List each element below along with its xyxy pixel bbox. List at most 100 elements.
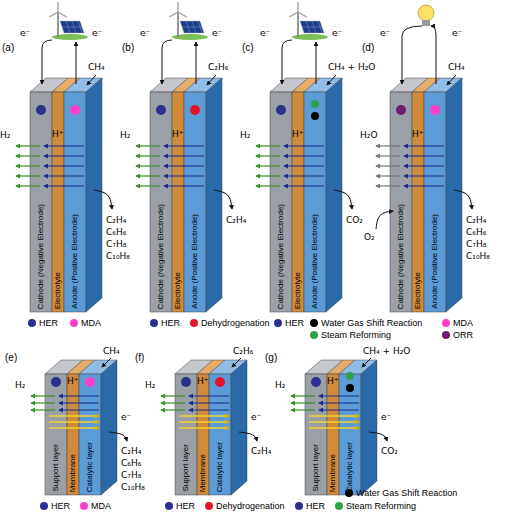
product-arrow	[136, 185, 160, 186]
legend-swatch	[442, 319, 450, 327]
legend-item: HER	[295, 501, 325, 512]
product-arrow	[31, 402, 55, 403]
outlet-arrow	[454, 190, 472, 209]
species-label: C₆H₆	[106, 227, 126, 238]
product-arrow	[161, 409, 185, 410]
wire	[316, 42, 317, 84]
layer-label: Anode (Positive Electrode)	[430, 214, 439, 309]
species-label: H⁺	[412, 129, 424, 140]
reaction-dot	[156, 105, 166, 115]
legend-text: MDA	[453, 318, 473, 328]
outlet-arrow	[109, 432, 127, 441]
layer-side	[86, 78, 102, 312]
layer-face: Cathode (Negative Electrode)	[390, 92, 412, 312]
panel-label: (d)	[362, 42, 374, 54]
turbine-blade	[58, 12, 67, 17]
layer-face: Catalytic layer	[209, 374, 231, 495]
species-label: C₂H₄	[106, 215, 126, 226]
legend-item: Dehydrogenation	[205, 501, 285, 512]
proton-arrow	[319, 409, 359, 410]
cell-illustration	[16, 2, 112, 312]
product-arrow	[136, 145, 160, 146]
layer-face: Membrane	[327, 374, 339, 495]
layer-face: Support layer	[45, 374, 67, 495]
layer-front	[327, 374, 339, 495]
species-label: e⁻	[260, 28, 270, 39]
layer-side	[206, 78, 222, 312]
layer-face: Anode (Positive Electrode)	[64, 92, 86, 312]
layer-front	[150, 92, 172, 312]
panel-label: (c)	[242, 42, 254, 54]
proton-arrow	[284, 165, 324, 166]
legend-swatch	[70, 319, 78, 327]
layer-face: Electrolyte	[172, 92, 184, 312]
light-bulb	[418, 5, 434, 21]
layer-side	[326, 78, 342, 312]
legend-item: Water Gas Shift Reaction	[345, 488, 457, 499]
legend-item: MDA	[442, 318, 473, 329]
layer-face: Catalytic layer	[79, 374, 101, 495]
panel-grid	[302, 27, 322, 28]
reaction-dot	[215, 377, 225, 387]
layer-side	[231, 360, 247, 495]
wire	[42, 40, 52, 84]
layer-front	[270, 92, 292, 312]
layer-front	[390, 92, 412, 312]
feed-arrow	[102, 358, 111, 367]
feed-arrow	[232, 358, 241, 367]
layer-face: Membrane	[67, 374, 79, 495]
product-arrow	[376, 185, 400, 186]
layer-front	[304, 92, 326, 312]
legend-swatch	[345, 489, 353, 497]
legend-swatch	[310, 319, 318, 327]
reaction-dot	[181, 377, 191, 387]
feed-arrow	[327, 75, 336, 85]
product-arrow	[376, 165, 400, 166]
legend-text: HER	[306, 501, 325, 511]
species-label: H₂	[15, 380, 25, 391]
layer-side	[101, 360, 117, 495]
product-arrow	[31, 395, 55, 396]
legend-item: MDA	[80, 501, 111, 512]
layer-front	[339, 374, 361, 495]
turbine-blade	[297, 2, 298, 12]
layer-front	[175, 374, 197, 495]
legend-swatch	[150, 319, 158, 327]
panel-grid	[182, 27, 202, 28]
legend-item: Steam Reforming	[310, 330, 391, 341]
layer-front	[79, 374, 101, 495]
legend-text: HER	[176, 501, 195, 511]
proton-arrow	[44, 175, 84, 176]
product-arrow	[16, 155, 40, 156]
species-label: C₇H₈	[106, 239, 126, 250]
product-arrow	[16, 165, 40, 166]
layer-front	[30, 92, 52, 312]
panel-label: (a)	[2, 42, 14, 54]
layer-front	[292, 92, 304, 312]
proton-arrow	[44, 165, 84, 166]
layer-face: Cathode (Negative Electrode)	[270, 92, 292, 312]
electron-arrow	[309, 421, 359, 423]
legend-swatch	[80, 502, 88, 510]
proton-arrow	[189, 409, 229, 410]
layer-face: Support layer	[305, 374, 327, 495]
turbine-blade	[49, 12, 58, 17]
layer-label: Electrolyte	[293, 272, 302, 309]
turbine-blade	[289, 12, 298, 17]
proton-arrow	[164, 145, 204, 146]
layer-label: Cathode (Negative Electrode)	[276, 204, 285, 309]
species-label: C₂H₄	[466, 215, 486, 226]
species-label: C₁₀H₈	[121, 482, 145, 493]
solar-panel	[60, 21, 84, 33]
species-label: O₂	[364, 232, 375, 243]
layer-label: Catalytic layer	[345, 442, 354, 492]
species-label: e⁻	[380, 28, 390, 39]
species-label: CO₂	[346, 215, 363, 226]
proton-arrow	[44, 185, 84, 186]
species-label: CO₂	[381, 446, 398, 457]
electron-arrow	[49, 427, 99, 429]
species-label: CH₄	[448, 62, 465, 73]
proton-arrow	[284, 175, 324, 176]
species-label: H₂	[0, 130, 10, 141]
